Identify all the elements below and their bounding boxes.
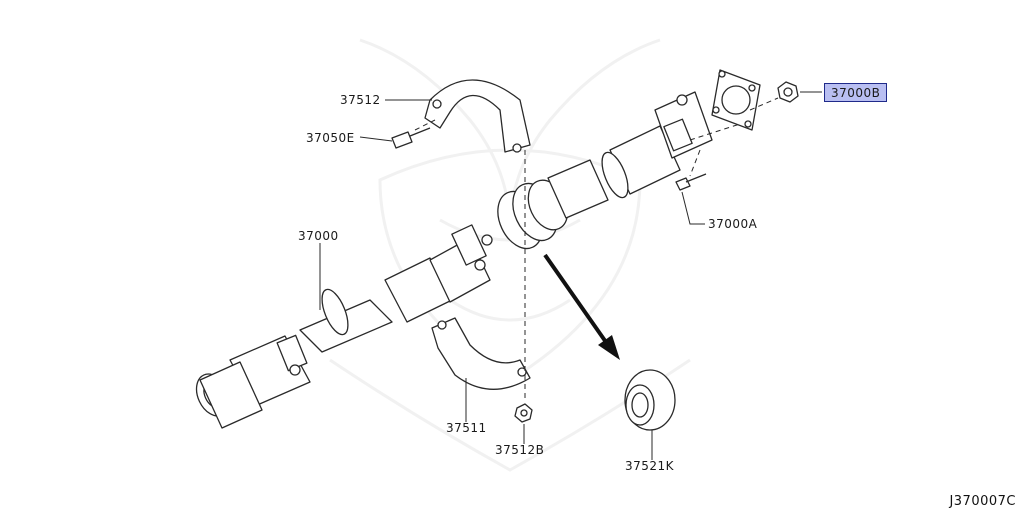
callout-37000[interactable]: 37000 [298,229,339,243]
rear-universal-joint [195,334,311,429]
leader-lines [319,91,822,460]
callout-37050e[interactable]: 37050E [306,131,355,145]
callout-37511[interactable]: 37511 [446,421,487,435]
center-bearing-assembly [497,179,569,250]
callout-37000a[interactable]: 37000A [708,217,758,231]
rear-shaft-tube [299,257,453,353]
flange-gasket [711,69,761,131]
callout-37521k[interactable]: 37521K [625,459,675,473]
front-universal-joint [654,91,713,159]
bracket-nut [514,403,533,423]
lower-bracket [431,317,531,390]
callout-37512[interactable]: 37512 [340,93,381,107]
alignment-lines [414,97,779,400]
callout-37000b-selected[interactable]: 37000B [824,83,888,102]
detail-arrow [543,253,620,360]
flange-nut [777,81,799,103]
diagram-code: J370007C [949,494,1016,509]
front-shaft-tube [547,125,681,219]
flange-bolt [675,173,707,191]
callout-37512b[interactable]: 37512B [495,443,545,457]
support-bearing [624,369,676,431]
upper-bracket [424,79,531,153]
center-shaft-section [429,224,493,303]
bracket-screw [391,127,431,149]
